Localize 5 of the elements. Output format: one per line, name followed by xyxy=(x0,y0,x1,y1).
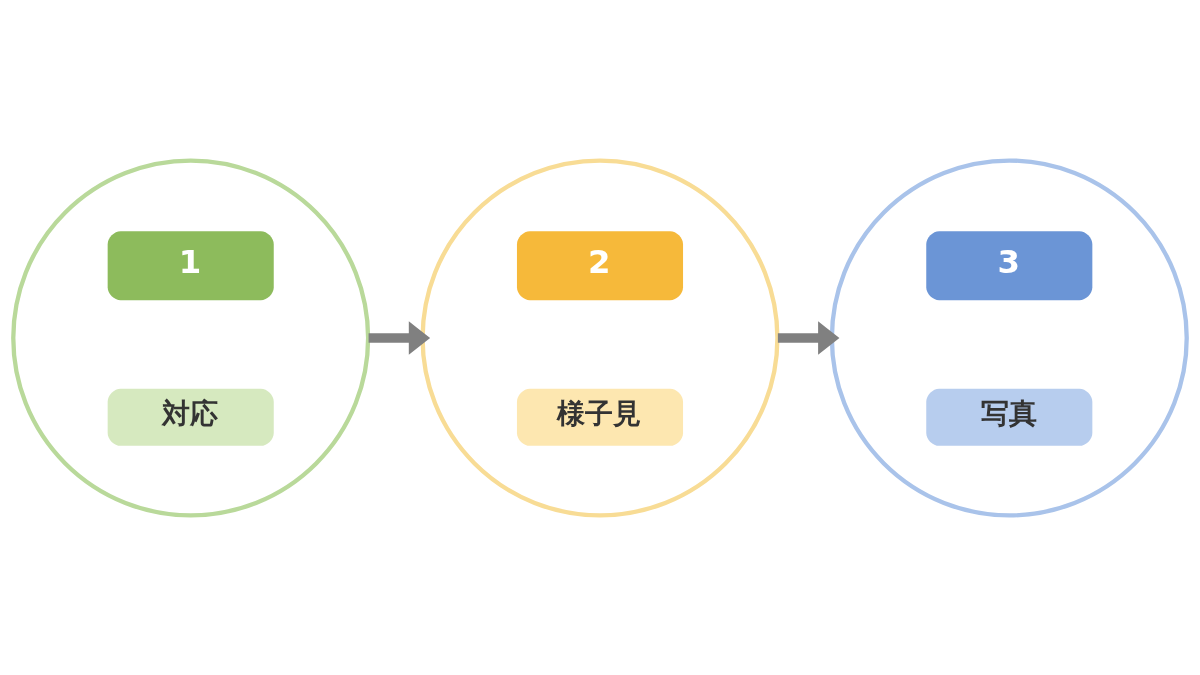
arrow xyxy=(368,320,431,355)
node-circle: 2 様子見 xyxy=(420,157,780,518)
node-circle: 1 対応 xyxy=(11,157,371,518)
arrow xyxy=(777,320,840,355)
node-circle: 3 写真 xyxy=(829,157,1189,518)
